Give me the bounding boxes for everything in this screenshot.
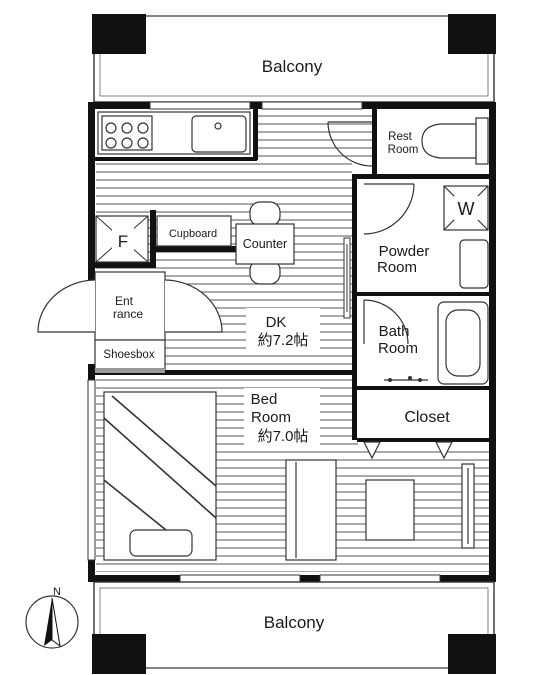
shoesbox-label: Shoesbox	[103, 349, 154, 361]
north-label: N	[53, 586, 61, 598]
cupboard: Cupboard	[156, 215, 232, 247]
bath-room: Bath Room	[357, 296, 489, 386]
top-balcony: Balcony	[92, 14, 496, 103]
fridge-label: F	[118, 232, 128, 251]
rest-room-label-2: Room	[388, 144, 419, 156]
bath-room-label-1: Bath	[379, 323, 410, 340]
bed-room-label-3: 約7.0帖	[258, 428, 309, 445]
bottom-balcony: Balcony	[92, 581, 496, 674]
entrance-label-1: Ent	[115, 294, 134, 308]
entrance-label-2: rance	[113, 307, 143, 321]
bed-room-label-1: Bed	[251, 391, 278, 408]
kitchen	[97, 111, 251, 155]
closet: Closet	[357, 390, 489, 460]
rest-room: Rest Room	[377, 109, 489, 174]
dk-label: DK 約7.2帖	[246, 308, 320, 350]
fridge: F	[95, 215, 149, 263]
wardrobe	[285, 459, 337, 561]
bed-room-label-2: Room	[251, 409, 291, 426]
washer-label: W	[458, 199, 475, 219]
entrance: Ent rance Shoesbox	[37, 271, 223, 373]
kitchen-door	[327, 121, 373, 167]
desk	[365, 463, 475, 549]
bath-room-label-2: Room	[378, 340, 418, 357]
powder-room-label-1: Powder	[379, 243, 430, 260]
dk-label-2: 約7.2帖	[258, 332, 309, 349]
cupboard-label: Cupboard	[169, 228, 217, 240]
balcony-bottom-label: Balcony	[264, 613, 325, 632]
powder-room: W Powder Room	[357, 179, 489, 292]
dk-sliding-door	[343, 237, 351, 319]
powder-room-label-2: Room	[377, 259, 417, 276]
dk-label-1: DK	[266, 314, 287, 331]
north-arrow-icon: N	[25, 586, 79, 649]
counter-label: Counter	[243, 237, 287, 251]
bed	[103, 391, 217, 561]
balcony-top-label: Balcony	[262, 57, 323, 76]
closet-label: Closet	[404, 409, 450, 426]
interior-walls	[95, 108, 492, 442]
bedroom-label: Bed Room 約7.0帖	[244, 388, 320, 446]
counter: Counter	[235, 201, 295, 285]
rest-room-label-1: Rest	[388, 131, 412, 143]
